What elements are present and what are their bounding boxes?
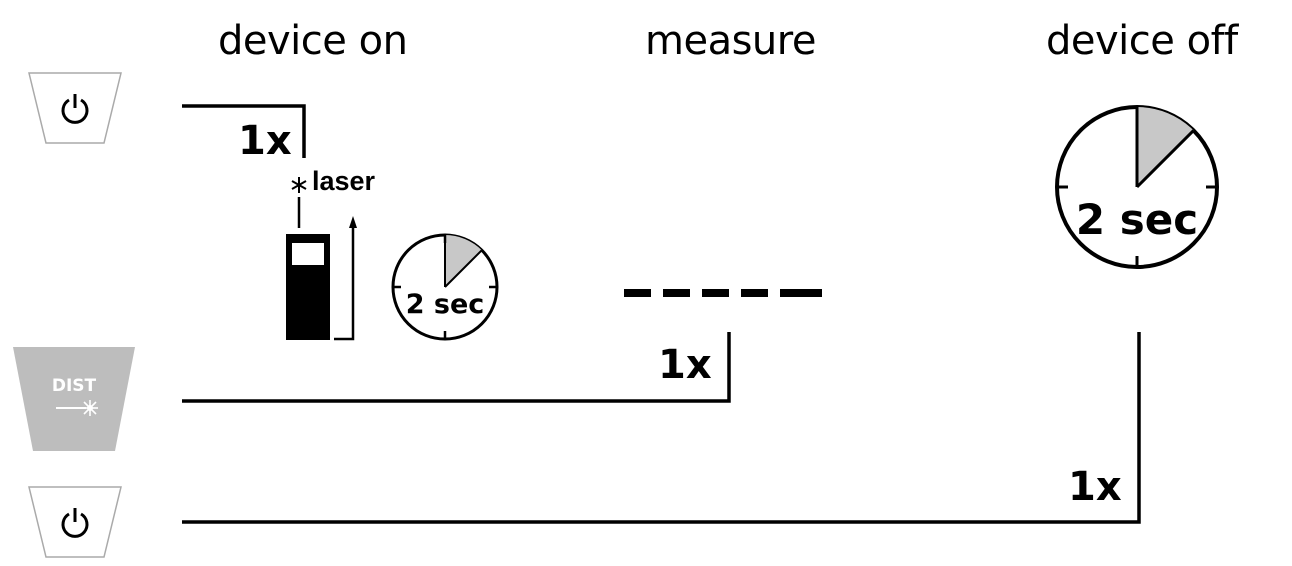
heading-measure: measure — [645, 18, 816, 64]
large-timer-icon — [1055, 105, 1219, 269]
dist-key[interactable]: DIST — [12, 346, 136, 452]
heading-device-on: device on — [218, 18, 408, 64]
device-on-line — [182, 104, 306, 158]
device-off-line — [182, 332, 1141, 524]
small-timer-icon — [391, 233, 499, 341]
device-off-press-count: 1x — [1068, 464, 1122, 510]
distance-arrow-icon — [334, 216, 357, 341]
device-icon — [286, 234, 330, 340]
measure-press-count: 1x — [658, 342, 712, 388]
device-on-press-count: 1x — [238, 118, 292, 164]
power-key-top[interactable] — [28, 72, 122, 144]
laser-label: laser — [312, 166, 376, 196]
power-key-bottom[interactable] — [28, 486, 122, 558]
measure-line — [182, 332, 731, 403]
power-icon — [28, 72, 122, 144]
heading-device-off: device off — [1046, 18, 1238, 64]
large-timer-label: 2 sec — [1076, 195, 1198, 244]
laser-star-icon — [291, 177, 307, 193]
laser-burst-icon — [56, 400, 98, 416]
dist-key-shape — [13, 347, 135, 451]
dist-key-label: DIST — [51, 376, 97, 396]
small-timer-label: 2 sec — [406, 289, 485, 320]
power-icon — [28, 486, 122, 558]
